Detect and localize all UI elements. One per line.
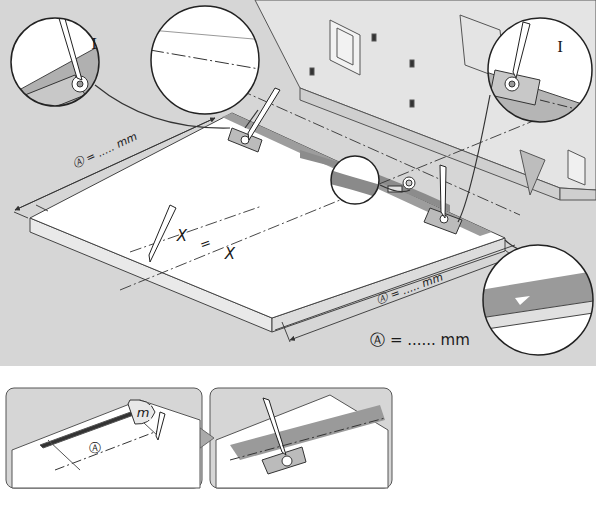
detail-pencil-mark-right — [480, 10, 596, 130]
detail-center-line — [140, 0, 270, 120]
marking-label: X — [175, 228, 189, 245]
marking-label: Ⓐ — [87, 441, 103, 455]
worktop-board — [30, 113, 505, 332]
marking-label: m — [135, 405, 152, 420]
detail-edge — [320, 150, 390, 210]
marking-label: X — [223, 246, 237, 263]
pencils — [149, 88, 446, 262]
step-insets — [6, 388, 392, 488]
detail-callout: I — [555, 37, 565, 56]
template-plates — [228, 128, 462, 234]
detail-leaders — [95, 85, 520, 250]
detail-board-edge — [480, 240, 596, 360]
marking-lines — [14, 90, 560, 342]
detail-callout: I — [89, 34, 99, 53]
detail-pencil-mark-left — [0, 0, 120, 120]
dimension-label: Ⓐ = ...... mm — [368, 332, 472, 349]
